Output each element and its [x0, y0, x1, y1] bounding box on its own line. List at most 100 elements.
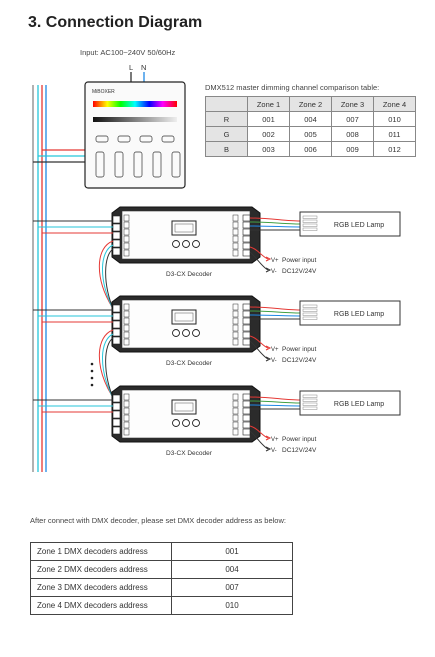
lamp-connector	[302, 219, 318, 223]
address-label: Zone 2 DMX decoders address	[30, 560, 172, 579]
decoder-button	[172, 240, 180, 248]
terminal-pin	[232, 407, 239, 415]
terminal-pin	[232, 214, 239, 222]
controller-logo: MiBOXER	[92, 89, 115, 95]
address-label: Zone 4 DMX decoders address	[30, 596, 172, 615]
terminal-pin	[123, 249, 130, 257]
address-table: Zone 1 DMX decoders address 001 Zone 2 D…	[30, 542, 293, 615]
arrow-icon	[265, 345, 272, 351]
terminal-screw	[112, 320, 121, 329]
terminal-screw	[112, 418, 121, 427]
terminal-pin	[123, 331, 130, 339]
arrow-icon	[265, 446, 272, 452]
terminal-pin	[123, 303, 130, 311]
vplus-label: V+	[271, 258, 279, 264]
terminal-pin	[123, 214, 130, 222]
decoder-display	[171, 220, 197, 236]
dmx-loop-wire	[105, 337, 115, 401]
terminal-screw	[242, 428, 251, 436]
lamp-wire	[249, 404, 301, 407]
dmx-loop-wire	[105, 248, 115, 312]
terminal-screw	[112, 304, 121, 313]
vplus-label: V+	[271, 347, 279, 353]
comparison-row-b: B 003 006 009 012	[205, 141, 416, 157]
input-voltage-label: Input: AC100~240V 50/60Hz	[80, 48, 176, 57]
lamp-connector	[302, 316, 318, 320]
terminal-pin	[123, 324, 130, 332]
terminal-pin	[123, 407, 130, 415]
terminal-screw	[242, 400, 251, 408]
controller-panel: MiBOXER	[84, 81, 186, 189]
terminal-pin	[232, 393, 239, 401]
decoder-button	[172, 329, 180, 337]
lamp-connector	[302, 215, 318, 219]
lamp-wire	[249, 217, 301, 222]
terminal-pin	[232, 242, 239, 250]
terminal-screw	[242, 228, 251, 236]
power-wire-negative	[249, 340, 269, 360]
address-label: Zone 3 DMX decoders address	[30, 578, 172, 597]
terminal-pin	[232, 400, 239, 408]
terminal-pin	[123, 393, 130, 401]
vminus-label: V-	[271, 269, 277, 275]
zone-button	[161, 135, 175, 143]
lamp-wire	[249, 221, 301, 225]
dmx-loop-wire	[98, 240, 114, 308]
address-label: Zone 1 DMX decoders address	[30, 542, 172, 561]
terminal-screw	[242, 242, 251, 250]
terminal-screw	[242, 414, 251, 422]
terminal-pin	[232, 331, 239, 339]
arrow-icon	[265, 435, 272, 441]
address-value: 010	[171, 596, 293, 615]
comparison-table-title: DMX512 master dimming channel comparison…	[205, 83, 380, 92]
decoder-label: D3-CX Decoder	[166, 360, 213, 367]
terminal-pin	[232, 428, 239, 436]
terminal-pin	[232, 414, 239, 422]
terminal-pin	[232, 338, 239, 346]
bus-wires	[32, 85, 47, 472]
terminal-pin	[123, 338, 130, 346]
comparison-header-row: Zone 1 Zone 2 Zone 3 Zone 4	[205, 96, 416, 112]
terminal-pin	[123, 310, 130, 318]
power-wire-negative	[249, 430, 269, 450]
lamp-wire	[249, 400, 301, 404]
lamp-wire	[249, 306, 301, 311]
terminal-screw	[242, 407, 251, 415]
decoder-display-inner	[174, 402, 194, 412]
comparison-row-label: B	[205, 141, 248, 157]
power-wire-positive	[249, 425, 269, 439]
terminal-pin	[123, 400, 130, 408]
decoder-button	[182, 419, 190, 427]
lamp-connector	[302, 312, 318, 316]
terminal-screw	[242, 421, 251, 429]
decoder-button	[192, 240, 200, 248]
terminal-screw	[112, 231, 121, 240]
decoder-display-inner	[174, 312, 194, 322]
terminal-screw	[242, 303, 251, 311]
terminal-pin	[232, 303, 239, 311]
terminal-pin	[123, 235, 130, 243]
continuation-dots	[90, 362, 94, 387]
lamp-label: RGB LED Lamp	[334, 401, 384, 408]
decoder-button	[192, 419, 200, 427]
lamp-connector	[302, 398, 318, 402]
comparison-row-label: G	[205, 126, 248, 142]
address-row: Zone 3 DMX decoders address 007	[30, 578, 293, 597]
power-input-label: Power input	[282, 436, 317, 443]
terminal-screw	[112, 239, 121, 248]
address-note: After connect with DMX decoder, please s…	[30, 516, 286, 525]
address-value: 007	[171, 578, 293, 597]
terminal-screw	[112, 215, 121, 224]
terminal-pin	[232, 249, 239, 257]
terminal-pin	[123, 428, 130, 436]
terminal-pin	[232, 317, 239, 325]
vplus-label: V+	[271, 437, 279, 443]
terminal-pin	[232, 228, 239, 236]
terminal-pin	[232, 324, 239, 332]
terminal-pin	[232, 221, 239, 229]
brightness-strip	[93, 117, 177, 122]
controller-bus-links	[33, 149, 85, 163]
